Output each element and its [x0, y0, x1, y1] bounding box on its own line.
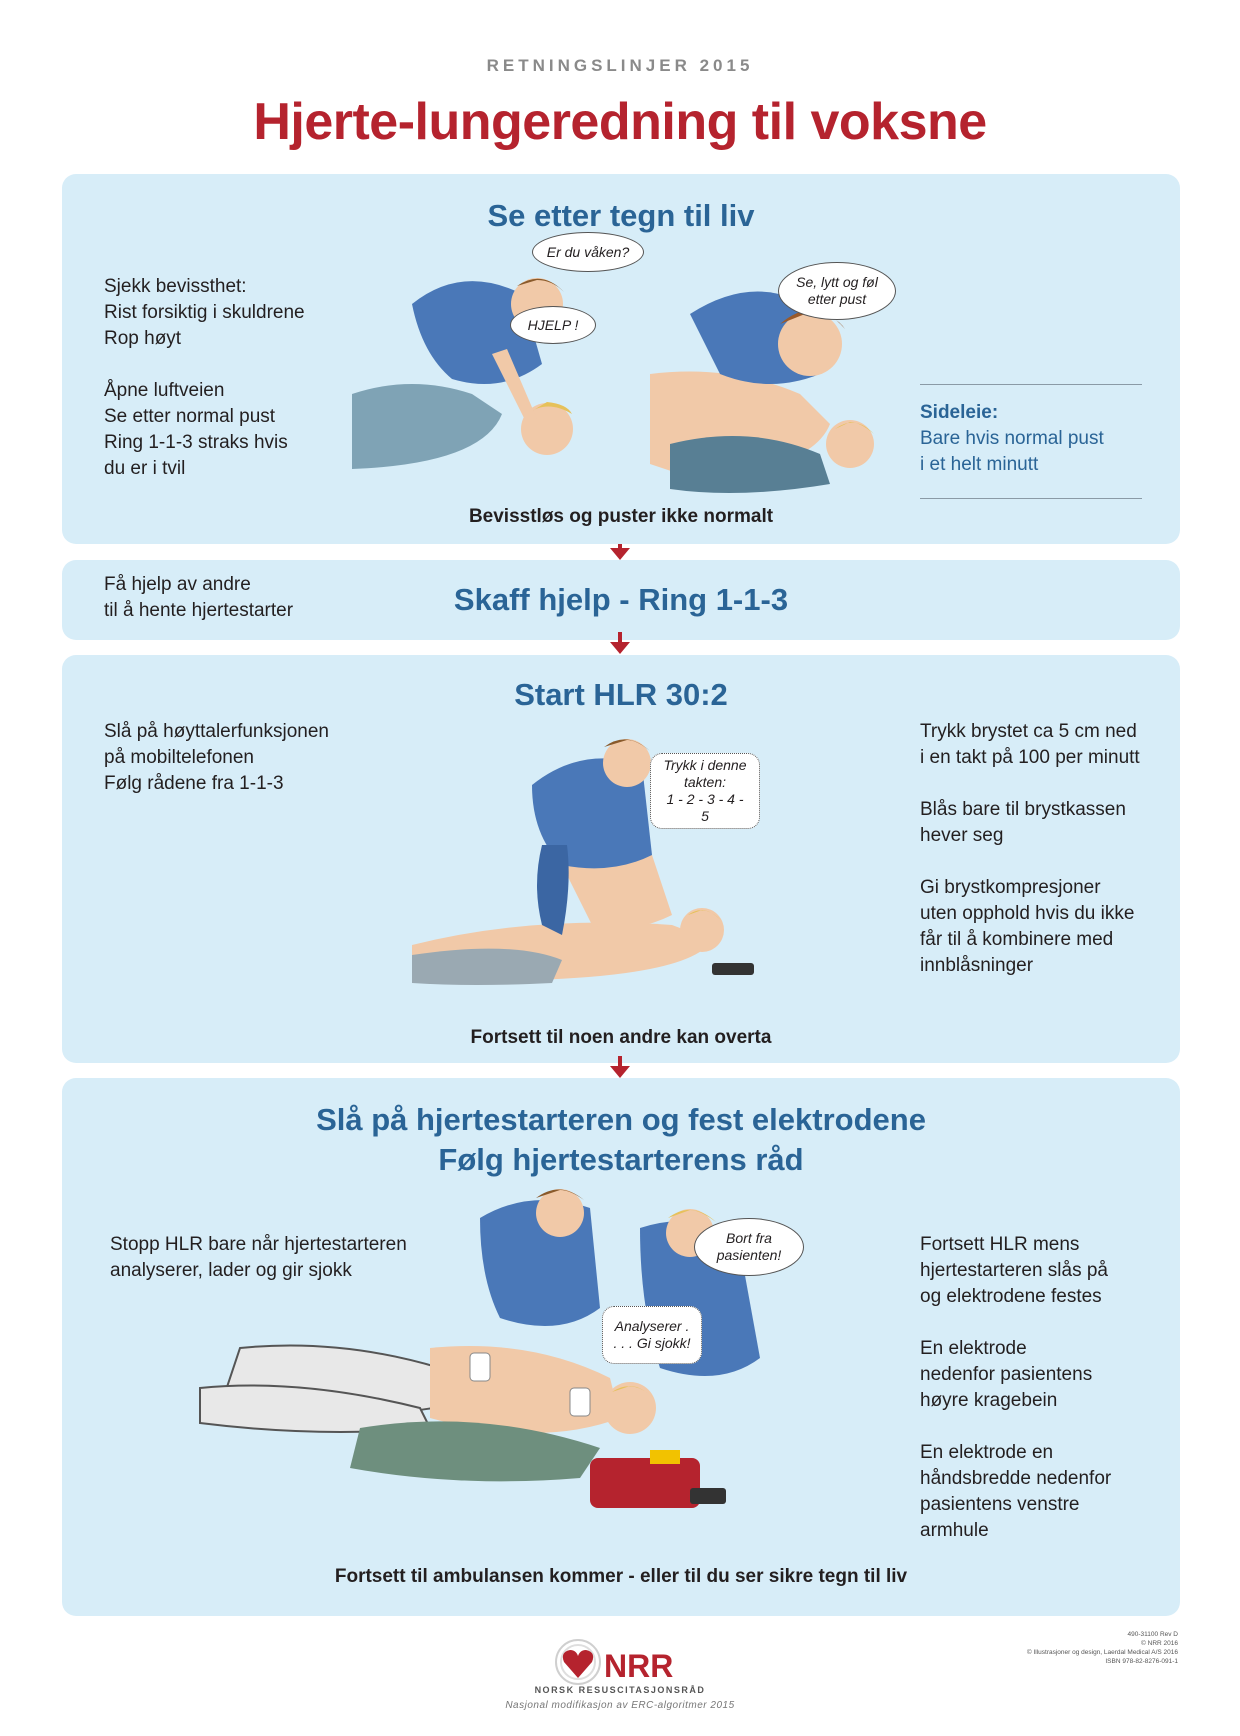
text-line: i en takt på 100 per minutt	[920, 747, 1140, 768]
speech-bubble: Bort fra pasienten!	[694, 1218, 804, 1276]
text-line: og elektrodene festes	[920, 1286, 1102, 1307]
text-line: håndsbredde nedenfor	[920, 1468, 1112, 1489]
panel-check-signs-of-life: Se etter tegn til liv Sjekk bevissthet: …	[62, 174, 1180, 544]
fineprint-line: 490-31100 Rev D	[1127, 1631, 1178, 1638]
panel-defibrillator: Slå på hjertestarteren og fest elektrode…	[62, 1078, 1180, 1616]
fineprint-line: © NRR 2016	[1141, 1640, 1178, 1647]
section-heading: Se etter tegn til liv	[487, 198, 755, 233]
text-line: nedenfor pasientens	[920, 1364, 1093, 1385]
section-heading: Slå på hjertestarteren og fest elektrode…	[316, 1102, 926, 1137]
left-instructions: Stopp HLR bare når hjertestarteren analy…	[110, 1232, 407, 1284]
right-instructions: Trykk brystet ca 5 cm ned i en takt på 1…	[920, 719, 1140, 979]
text-line: Sjekk bevissthet:	[104, 276, 247, 297]
logo-text: NRR	[604, 1648, 674, 1684]
text-line: pasientens venstre	[920, 1494, 1080, 1515]
text-line: Gi brystkompresjoner	[920, 877, 1101, 898]
nrr-logo: NRR	[520, 1638, 720, 1728]
bubble-line: Trykk i denne	[663, 757, 747, 773]
text-line: uten opphold hvis du ikke	[920, 903, 1135, 924]
text-line: får til å kombinere med	[920, 929, 1114, 950]
divider	[920, 384, 1142, 385]
text-line: Ring 1-1-3 straks hvis	[104, 432, 288, 453]
flow-arrow	[610, 544, 630, 560]
bottom-note: Fortsett til noen andre kan overta	[470, 1027, 772, 1048]
text-line: En elektrode en	[920, 1442, 1054, 1463]
text-line: Åpne luftveien	[104, 380, 225, 401]
rescuer-checking-breathing-illustration	[650, 291, 874, 493]
section-heading: Følg hjertestarterens råd	[438, 1142, 804, 1177]
bottom-note: Fortsett til ambulansen kommer - eller t…	[334, 1566, 908, 1587]
chest-compression-illustration	[412, 739, 754, 985]
panel-start-cpr: Start HLR 30:2 Slå på høyttalerfunksjone…	[62, 655, 1180, 1063]
divider	[920, 498, 1142, 499]
flow-arrow	[610, 1056, 630, 1080]
text-line: Stopp HLR bare når hjertestarteren	[110, 1234, 407, 1255]
rescuer-shaking-patient-illustration	[352, 278, 573, 469]
bubble-line: takten:	[683, 774, 727, 790]
text-line: Få hjelp av andre	[104, 574, 251, 595]
left-instructions: Få hjelp av andre til å hente hjertestar…	[104, 572, 293, 624]
fineprint: 490-31100 Rev D © NRR 2016 © Illustrasjo…	[1027, 1630, 1178, 1666]
text-line: Bare hvis normal pust	[920, 428, 1104, 449]
right-instructions: Fortsett HLR mens hjertestarteren slås p…	[920, 1232, 1111, 1544]
text-line: Blås bare til brystkassen	[920, 799, 1126, 820]
text-line: armhule	[920, 1520, 989, 1541]
heart-icon	[555, 1639, 601, 1685]
section-heading: Skaff hjelp - Ring 1-1-3	[453, 582, 789, 617]
text-line: innblåsninger	[920, 955, 1034, 976]
left-instructions: Slå på høyttalerfunksjonen på mobiltelef…	[104, 719, 329, 797]
text-line: høyre kragebein	[920, 1390, 1058, 1411]
fineprint-line: © Illustrasjoner og design, Laerdal Medi…	[1026, 1649, 1178, 1656]
section-heading: Start HLR 30:2	[514, 677, 728, 712]
text-line: på mobiltelefonen	[104, 747, 254, 768]
flow-arrow	[610, 632, 630, 656]
left-instructions: Sjekk bevissthet: Rist forsiktig i skuld…	[104, 274, 305, 482]
text-line: Trykk brystet ca 5 cm ned	[920, 721, 1137, 742]
page-title: Hjerte-lungeredning til voksne	[253, 93, 987, 151]
speech-bubble: Analyserer . . . . Gi sjokk!	[602, 1306, 702, 1364]
text-line: hever seg	[920, 825, 1004, 846]
text-line: Rist forsiktig i skuldrene	[104, 302, 305, 323]
recovery-position-detail: Bare hvis normal pust i et helt minutt	[920, 426, 1104, 478]
text-line: analyserer, lader og gir sjokk	[110, 1260, 352, 1281]
text-line: Følg rådene fra 1-1-3	[104, 773, 284, 794]
text-line: Slå på høyttalerfunksjonen	[104, 721, 329, 742]
text-line: du er i tvil	[104, 458, 186, 479]
text-line: hjertestarteren slås på	[920, 1260, 1108, 1281]
speech-bubble: Er du våken?	[532, 232, 644, 272]
speech-bubble: Trykk i denne takten: 1 - 2 - 3 - 4 - 5	[650, 753, 760, 829]
text-line: En elektrode	[920, 1338, 1027, 1359]
speech-bubble: Se, lytt og føl etter pust	[778, 262, 896, 320]
recovery-position-note: Sideleie:	[920, 400, 998, 426]
text-line: Rop høyt	[104, 328, 182, 349]
text-line: Se etter normal pust	[104, 406, 276, 427]
org-name: NORSK RESUSCITASJONSRÅD	[534, 1685, 706, 1695]
bottom-note: Bevisstløs og puster ikke normalt	[468, 506, 774, 527]
fineprint-line: ISBN 978-82-8276-091-1	[1105, 1658, 1178, 1665]
panel-get-help: Få hjelp av andre til å hente hjertestar…	[62, 560, 1180, 640]
speech-bubble: HJELP !	[510, 306, 596, 344]
text-line: Fortsett HLR mens	[920, 1234, 1080, 1255]
bubble-line: 1 - 2 - 3 - 4 - 5	[666, 791, 744, 824]
subtitle: RETNINGSLINJER 2015	[486, 56, 754, 75]
text-line: til å hente hjertestarter	[104, 600, 294, 621]
tagline: Nasjonal modifikasjon av ERC-algoritmer …	[505, 1700, 735, 1711]
text-line: i et helt minutt	[920, 454, 1039, 475]
text-line: Sideleie:	[920, 402, 999, 423]
